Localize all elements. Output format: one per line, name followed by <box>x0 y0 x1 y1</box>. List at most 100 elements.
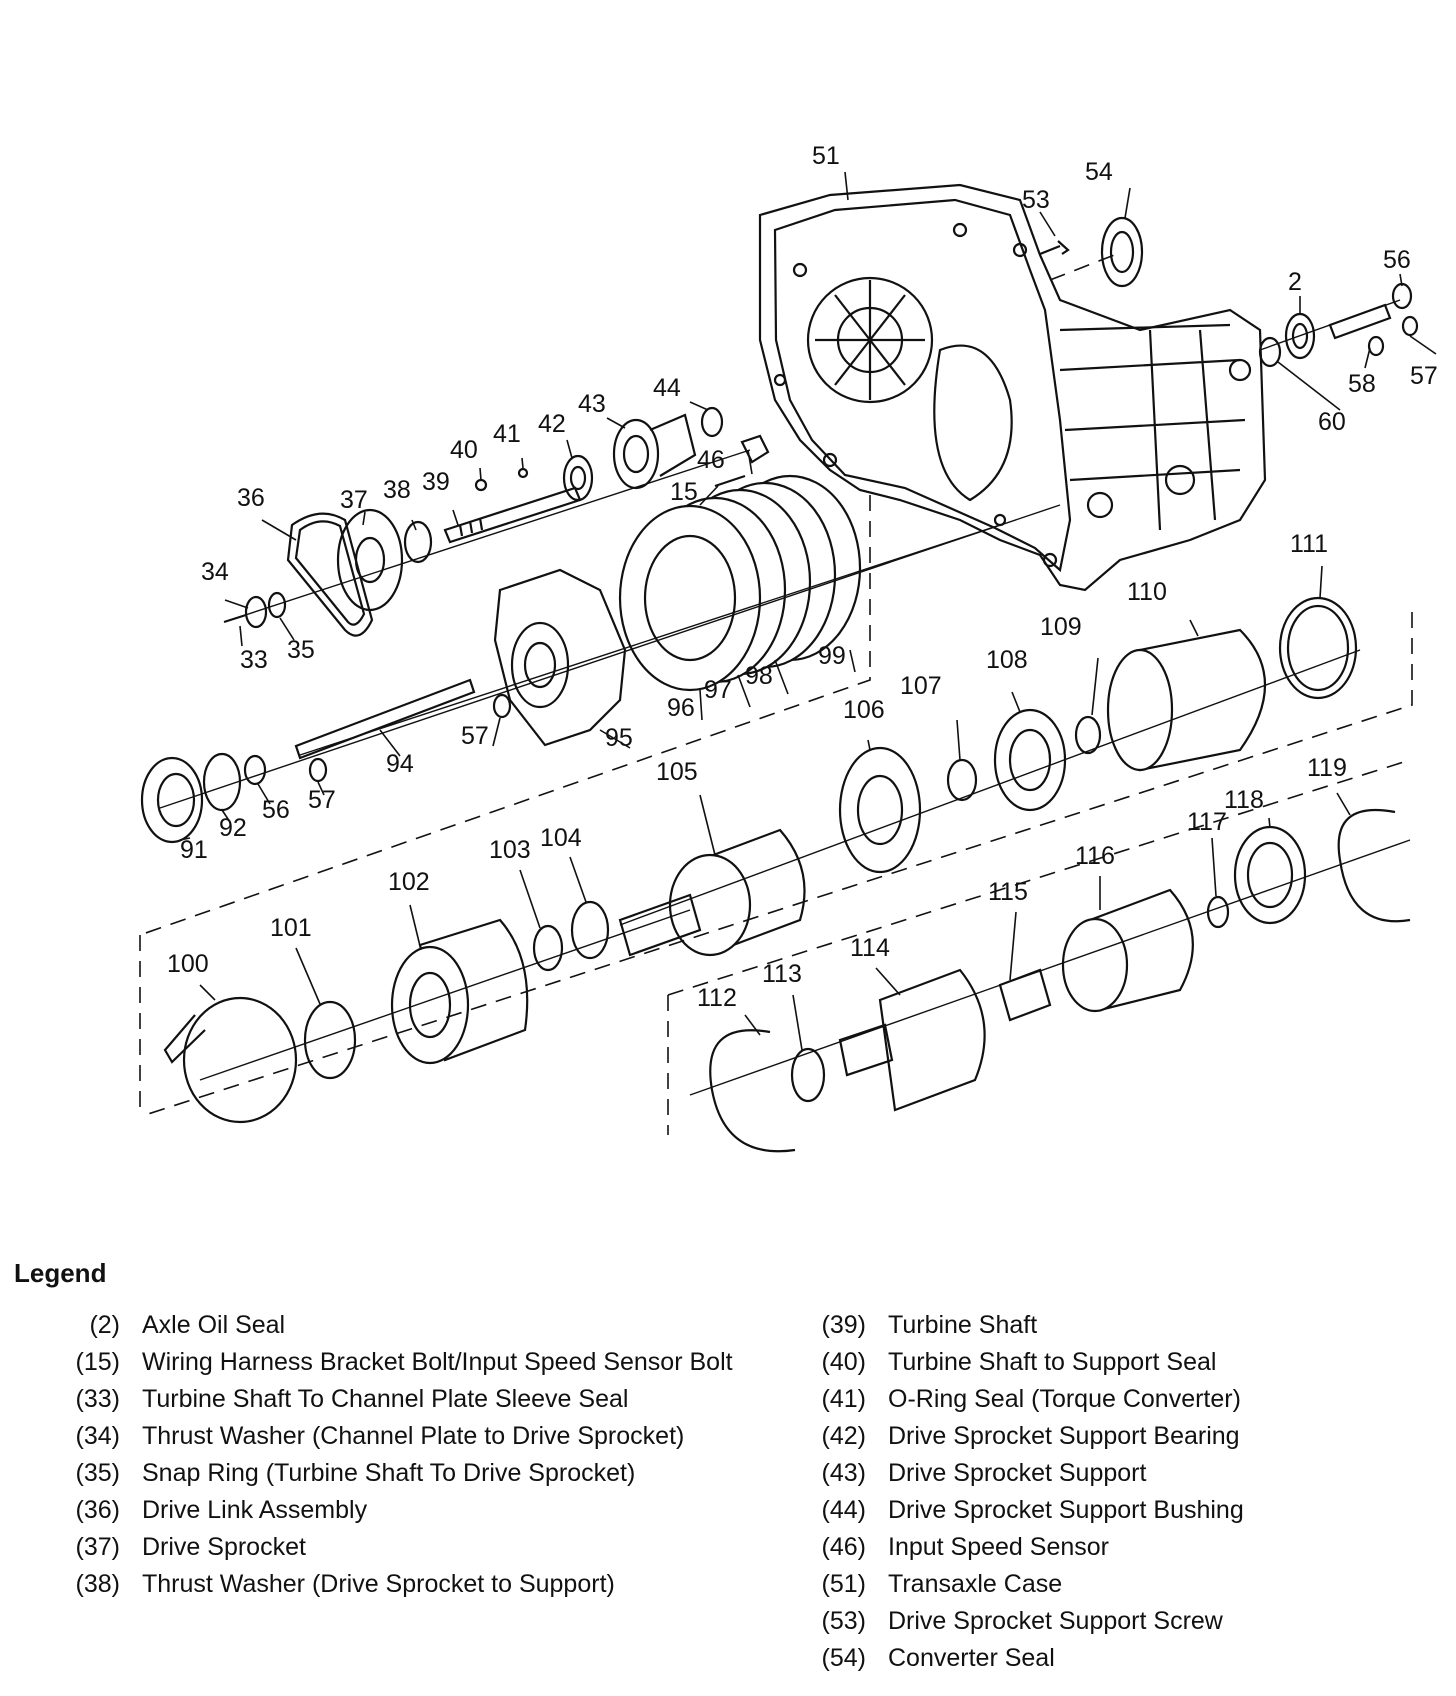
part-57-mid <box>492 693 512 719</box>
legend-number: (37) <box>75 1533 120 1561</box>
legend-item: (15)Wiring Harness Bracket Bolt/Input Sp… <box>54 1347 734 1378</box>
legend-number: (39) <box>821 1311 866 1339</box>
part-94-output-shaft <box>294 678 476 760</box>
callout-label: 111 <box>1290 530 1328 558</box>
part-54-converter-seal <box>1100 216 1144 288</box>
legend-item: (53) Drive Sprocket Support Screw <box>800 1606 1440 1637</box>
legend-number: (41) <box>821 1385 866 1413</box>
legend-number: (44) <box>821 1496 866 1524</box>
part-109-ring <box>1074 715 1102 755</box>
part-96-99-clutch-pack <box>618 474 862 692</box>
part-111-band <box>1278 596 1358 700</box>
legend-description: Turbine Shaft to Support Seal <box>888 1348 1217 1376</box>
callout-label: 113 <box>762 960 802 988</box>
part-117-washer <box>1206 895 1230 929</box>
legend-item: (37) Drive Sprocket <box>54 1532 734 1563</box>
legend-description: Drive Sprocket Support Screw <box>888 1607 1223 1635</box>
legend-number: (51) <box>821 1570 866 1598</box>
legend-title: Legend <box>14 1258 107 1288</box>
legend-number: (38) <box>75 1570 120 1598</box>
legend-number: (42) <box>821 1422 866 1450</box>
part-15-bolt <box>714 474 746 488</box>
legend-item: (33)Turbine Shaft To Channel Plate Sleev… <box>54 1384 734 1415</box>
part-53-screw <box>1039 240 1070 256</box>
part-101-plate <box>303 1000 357 1080</box>
callout-label: 35 <box>287 636 315 664</box>
legend-item: (35) Snap Ring (Turbine Shaft To Drive Sp… <box>54 1458 734 1489</box>
legend-item: (38) Thrust Washer (Drive Sprocket to Sup… <box>54 1569 734 1600</box>
part-38-washer <box>403 520 433 564</box>
legend-description: Drive Link Assembly <box>142 1496 368 1524</box>
part-103-ring <box>532 924 564 972</box>
legend-item: (36)Drive Link Assembly <box>54 1495 734 1526</box>
part-57-top <box>1367 315 1419 357</box>
callout-label: 58 <box>1348 370 1376 398</box>
part-57-low <box>308 757 328 783</box>
legend-number: (43) <box>821 1459 866 1487</box>
part-116-carrier <box>1061 888 1194 1013</box>
callout-label: 92 <box>219 814 247 842</box>
callout-label: 41 <box>493 420 521 448</box>
leader-lines <box>179 171 1437 1051</box>
legend-description: Thrust Washer (Channel Plate to Drive Sp… <box>142 1422 685 1450</box>
legend-number: (53) <box>821 1607 866 1635</box>
callout-label: 53 <box>1022 186 1050 214</box>
legend-description: Input Speed Sensor <box>888 1533 1109 1561</box>
part-115-sun-gear <box>998 968 1052 1022</box>
part-105-assembly <box>618 828 806 957</box>
legend-item: (39)Turbine Shaft <box>800 1310 1440 1341</box>
callout-label: 108 <box>986 646 1028 674</box>
legend-description: Axle Oil Seal <box>142 1311 286 1339</box>
legend-item: (40) Turbine Shaft to Support Seal <box>800 1347 1440 1378</box>
part-37-sprocket <box>336 508 404 612</box>
legend-description: Transaxle Case <box>888 1570 1063 1598</box>
part-108-gearset <box>993 708 1067 812</box>
callout-label: 57 <box>461 722 489 750</box>
part-92-ring <box>202 752 242 812</box>
legend-item: (43)Drive Sprocket Support <box>800 1458 1440 1489</box>
callout-label: 40 <box>450 436 478 464</box>
legend-item: (34)Thrust Washer (Channel Plate to Driv… <box>54 1421 734 1452</box>
callout-label: 36 <box>237 484 265 512</box>
legend-description: Drive Sprocket Support Bearing <box>888 1422 1240 1450</box>
callout-label: 43 <box>578 390 606 418</box>
legend-number: (2) <box>89 1311 120 1339</box>
legend-number: (54) <box>821 1644 866 1672</box>
callout-labels: 51 53 54 56 2 58 57 60 44 43 42 41 40 46… <box>167 142 1438 1012</box>
part-41-oring <box>517 467 529 479</box>
part-44-bushing <box>700 406 724 438</box>
callout-label: 95 <box>605 724 633 752</box>
callout-label: 51 <box>812 142 840 170</box>
part-106-drum <box>838 746 922 874</box>
legend-item: (42) Drive Sprocket Support Bearing <box>800 1421 1440 1452</box>
part-113-washer <box>790 1047 826 1103</box>
legend-description: Drive Sprocket <box>142 1533 306 1561</box>
legend-item: (41)O-Ring Seal (Torque Converter) <box>800 1384 1440 1415</box>
legend-description: Turbine Shaft To Channel Plate Sleeve Se… <box>142 1385 629 1413</box>
part-34-washer <box>244 595 268 629</box>
callout-label: 54 <box>1085 158 1113 186</box>
callout-label: 109 <box>1040 613 1082 641</box>
part-114-carrier <box>838 968 986 1112</box>
legend-description: Snap Ring (Turbine Shaft To Drive Sprock… <box>142 1459 636 1487</box>
callout-label: 118 <box>1224 786 1264 814</box>
part-110-drum <box>1106 628 1266 772</box>
part-56-top <box>1391 282 1413 310</box>
legend-description: Thrust Washer (Drive Sprocket to Support… <box>142 1570 615 1598</box>
legend-left-column: (2) Axle Oil Seal (15)Wiring Harness Brac… <box>54 1310 734 1606</box>
part-119-ring <box>1337 808 1411 923</box>
callout-label: 100 <box>167 950 209 978</box>
legend-number: (35) <box>75 1459 120 1487</box>
callout-label: 102 <box>388 868 430 896</box>
part-118-ring-gear <box>1233 825 1307 925</box>
part-46-sensor <box>740 434 770 464</box>
callout-label: 60 <box>1318 408 1346 436</box>
legend-item: (2) Axle Oil Seal <box>54 1310 734 1341</box>
part-95-channel-plate <box>493 568 627 747</box>
legend-item: (44)Drive Sprocket Support Bushing <box>800 1495 1440 1526</box>
legend-number: (40) <box>821 1348 866 1376</box>
legend-item: (54)Converter Seal <box>800 1643 1440 1674</box>
callout-label: 96 <box>667 694 695 722</box>
callout-label: 98 <box>745 662 773 690</box>
callout-label: 37 <box>340 486 368 514</box>
